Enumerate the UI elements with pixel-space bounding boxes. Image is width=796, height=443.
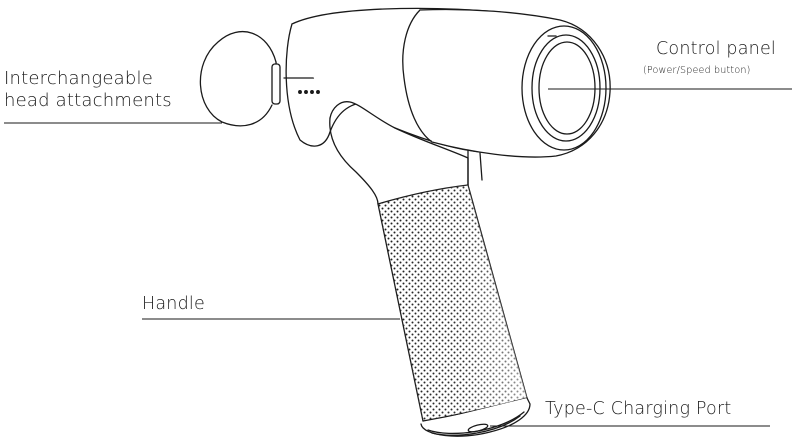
label-head-attachments: Interchangeable head attachments	[4, 68, 172, 112]
label-control-panel-sub: (Power/Speed button)	[643, 65, 751, 76]
leader-lines	[4, 88, 792, 427]
handle-grip-texture	[378, 185, 527, 421]
label-handle: Handle	[142, 294, 205, 314]
label-head-attachments-line2: head attachments	[4, 90, 172, 111]
label-head-attachments-line1: Interchangeable	[4, 68, 154, 89]
label-charging-port: Type-C Charging Port	[545, 399, 732, 419]
control-panel-disc	[521, 25, 607, 151]
handle-bottom-cap	[420, 397, 531, 437]
label-control-panel: Control panel	[656, 39, 776, 59]
head-attachment-ball	[199, 31, 281, 127]
